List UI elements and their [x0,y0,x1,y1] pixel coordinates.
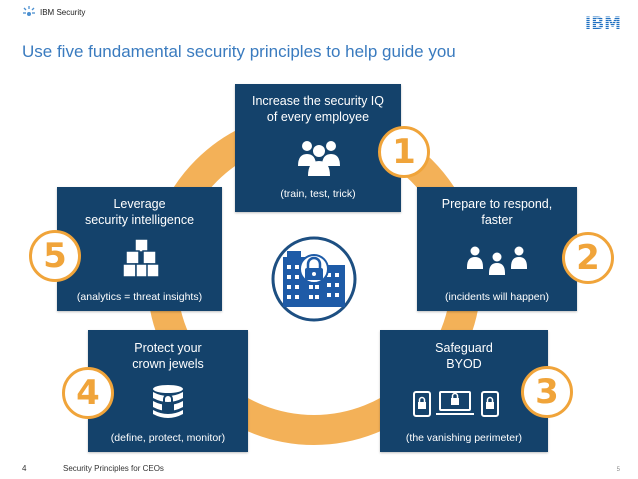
ibm-logo-icon: IBM [585,14,621,32]
number-badge-3: 3 [521,366,573,418]
principle-1-detail: (train, test, trick) [280,188,356,200]
principle-card-2: Prepare to respond, faster (incidents wi… [417,187,577,311]
header-brand-label: IBM Security [40,7,86,17]
footer-right-mark: 5 [616,467,620,473]
number-badge-2: 2 [562,232,614,284]
header-brand: IBM Security [22,5,85,19]
principle-card-4: Protect your crown jewels (define, prote… [88,330,248,452]
principle-3-detail: (the vanishing perimeter) [405,432,523,444]
number-badge-4: 4 [62,367,114,419]
ibm-security-bee-icon [23,6,35,16]
page-title: Use five fundamental security principles… [22,42,456,61]
principle-card-1: Increase the security IQ of every employ… [235,84,401,212]
responders-icon [467,246,527,275]
number-badge-2-digit: 2 [576,238,600,278]
number-badge-1-digit: 1 [392,132,416,172]
footer-text: Security Principles for CEOs [63,464,164,473]
principle-4-heading: Protect your crown jewels [132,341,204,371]
number-badge-1: 1 [378,126,430,178]
number-badge-5-digit: 5 [43,236,67,276]
principle-5-detail: (analytics = threat insights) [76,291,203,303]
database-lock-icon [153,385,183,418]
principle-4-detail: (define, protect, monitor) [110,432,226,444]
ibm-logo-text: IBM [585,14,621,32]
principle-2-detail: (incidents will happen) [445,291,549,303]
principle-2-heading: Prepare to respond, faster [441,197,553,227]
people-group-icon [298,141,340,176]
footer-page-number: 4 [22,464,27,473]
number-badge-3-digit: 3 [535,372,559,412]
building-lock-icon [271,236,357,322]
principle-5-heading: Leverage security intelligence [84,197,195,227]
principle-card-5: Leverage security intelligence (analytic… [57,187,222,311]
number-badge-5: 5 [29,230,81,282]
principle-3-heading: Safeguard BYOD [435,341,493,371]
principle-card-3: Safeguard BYOD (the vanishing perimeter) [380,330,548,452]
number-badge-4-digit: 4 [76,373,100,413]
cubes-icon [122,238,160,278]
principle-1-heading: Increase the security IQ of every employ… [251,94,384,124]
devices-lock-icon [413,391,499,417]
